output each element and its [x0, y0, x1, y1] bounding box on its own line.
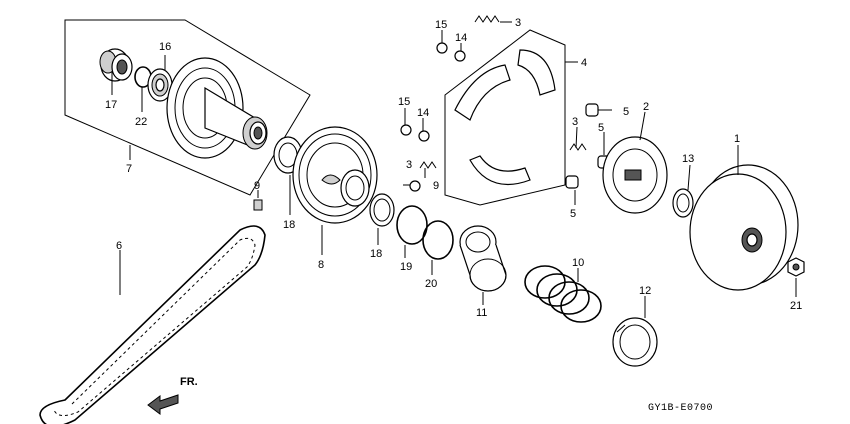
clutch-shoe-right	[517, 49, 556, 96]
clutch-shoe-upper	[454, 64, 511, 121]
drive-face-pulley	[166, 57, 268, 159]
callout-14-top: 14	[455, 32, 467, 44]
drive-face-assembly-group	[64, 19, 311, 196]
front-direction-arrow: FR.	[147, 376, 198, 415]
callout-14-mid: 14	[417, 107, 429, 119]
o-ring-20	[422, 220, 454, 260]
clutch-shoe-group	[444, 29, 566, 206]
clutch-shoe-outline	[444, 29, 566, 206]
front-direction-label: FR.	[180, 376, 198, 388]
callout-8: 8	[318, 259, 324, 271]
callout-6: 6	[116, 240, 122, 252]
drive-plate	[602, 136, 668, 214]
o-ring-19	[396, 205, 428, 245]
callout-18-right: 18	[370, 248, 382, 260]
shoe-spring-top	[474, 15, 500, 23]
needle-bearing	[99, 48, 133, 82]
oil-seal-13	[672, 188, 694, 218]
callout-5-low: 5	[570, 208, 576, 220]
callout-3-mid: 3	[572, 116, 578, 128]
washer-15-top	[436, 42, 448, 54]
washer-14-top	[454, 50, 466, 62]
damper-5-low	[565, 175, 579, 189]
drive-collar	[459, 225, 507, 292]
leader-lines	[111, 21, 797, 318]
callout-17: 17	[105, 99, 117, 111]
callout-9-left: 9	[254, 180, 260, 192]
callout-15-mid: 15	[398, 96, 410, 108]
washer-15-mid	[400, 124, 412, 136]
clutch-outer	[689, 164, 799, 291]
callout-16: 16	[159, 41, 171, 53]
clutch-spring	[524, 265, 602, 323]
pin-small	[253, 199, 263, 211]
callout-7: 7	[126, 163, 132, 175]
oil-seal-right	[369, 193, 395, 227]
callout-3-top: 3	[515, 17, 521, 29]
shoe-spring-left	[419, 161, 437, 169]
callout-labels: 1 2 3 3 3 4 5 5 5 6 7 8 9 9 10 11 12 13 …	[105, 17, 802, 319]
callout-11: 11	[476, 307, 487, 319]
washer-14-mid	[418, 130, 430, 142]
callout-5-mid: 5	[598, 122, 604, 134]
callout-9-mid: 9	[433, 180, 439, 192]
callout-21: 21	[790, 300, 802, 312]
movable-drive-face	[292, 126, 378, 224]
callout-18-left: 18	[283, 219, 295, 231]
callout-1: 1	[734, 133, 740, 145]
clutch-nut	[787, 257, 805, 277]
damper-5-top	[585, 103, 599, 117]
drive-belt	[39, 225, 266, 424]
callout-2: 2	[643, 101, 649, 113]
seal-collar	[612, 317, 658, 367]
callout-15-top: 15	[435, 19, 447, 31]
callout-12: 12	[639, 285, 651, 297]
callout-22: 22	[135, 116, 147, 128]
reference-code: GY1B-E0700	[648, 403, 713, 414]
callout-20: 20	[425, 278, 437, 290]
pin-9-mid	[409, 180, 421, 192]
callout-3-left: 3	[406, 159, 412, 171]
callout-4: 4	[581, 57, 587, 69]
callout-5-top: 5	[623, 106, 629, 118]
shoe-spring-mid	[569, 143, 587, 151]
callout-10: 10	[572, 257, 584, 269]
clutch-shoe-lower	[469, 155, 531, 186]
callout-19: 19	[400, 261, 412, 273]
callout-13: 13	[682, 153, 694, 165]
